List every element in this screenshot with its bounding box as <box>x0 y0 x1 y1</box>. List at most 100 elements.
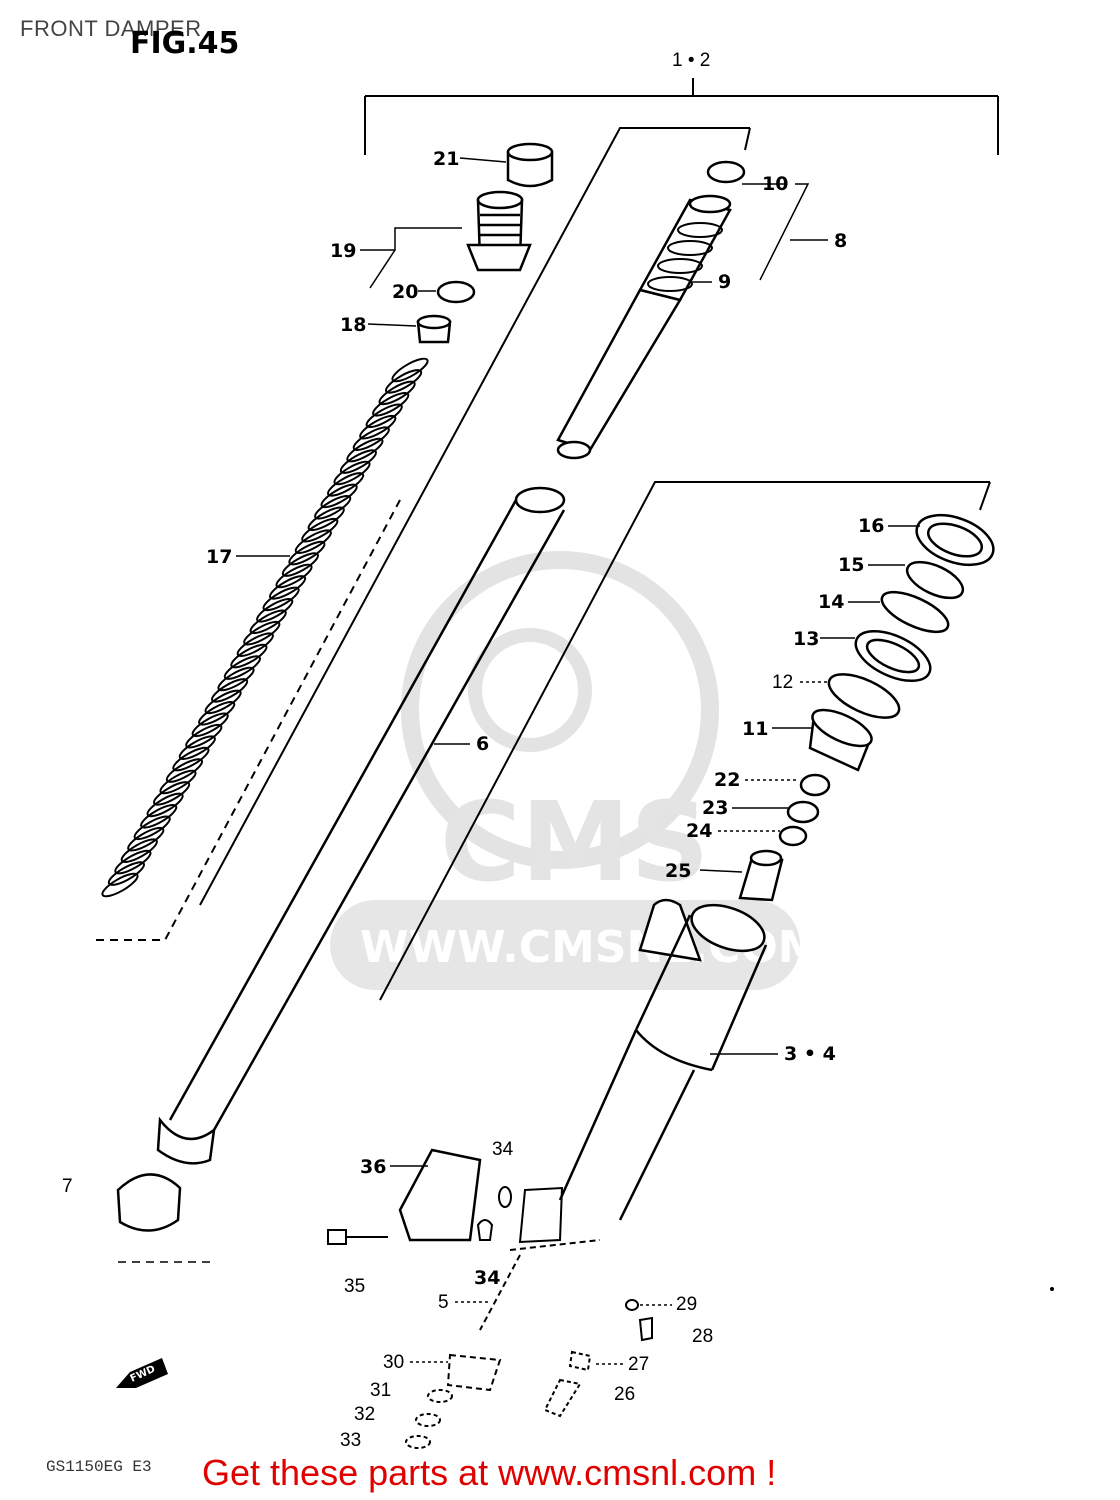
label-12: 12 <box>772 672 793 693</box>
part-19-cap-bolt <box>466 190 532 272</box>
spring-coil <box>269 575 307 600</box>
spring-coil <box>140 804 178 829</box>
part-31-33-small-parts <box>405 1389 453 1449</box>
part-11-guide-metal <box>808 708 873 772</box>
spring-coil <box>230 643 268 669</box>
spring-coil <box>327 472 365 497</box>
spring-coil <box>294 529 332 554</box>
spring-coil <box>236 632 274 657</box>
spring-coil <box>301 517 339 543</box>
part-3-4-outer-tube <box>558 898 768 1221</box>
part-17-fork-spring <box>101 357 429 898</box>
spring-coil <box>339 449 377 474</box>
part-34-washer-upper <box>498 1186 512 1208</box>
spring-coil <box>243 620 281 646</box>
inner-tube-outline <box>96 127 751 941</box>
label-33: 33 <box>340 1430 361 1451</box>
label-23: 23 <box>702 797 728 819</box>
label-27: 27 <box>628 1354 649 1375</box>
spring-coil <box>249 609 287 635</box>
spring-coil <box>191 712 229 738</box>
label-18: 18 <box>340 314 366 336</box>
part-8-damper-rod <box>556 160 746 460</box>
label-34-lower: 34 <box>474 1267 500 1289</box>
label-31: 31 <box>370 1380 391 1401</box>
label-26: 26 <box>614 1384 635 1405</box>
spring-coil <box>262 586 300 612</box>
outer-tube-outline <box>379 481 991 1001</box>
watermark-brand: CMS <box>440 778 709 906</box>
part-lower-bracket <box>479 1186 601 1331</box>
part-16-dust-seal <box>915 513 995 567</box>
label-32: 32 <box>354 1404 375 1425</box>
label-19: 19 <box>330 240 356 262</box>
label-15: 15 <box>838 554 864 576</box>
part-12-washer <box>827 673 901 719</box>
spring-coil <box>133 815 171 841</box>
label-6: 6 <box>476 733 489 755</box>
part-22-gasket <box>799 773 831 797</box>
spring-coil <box>307 506 345 532</box>
spring-coil <box>320 483 358 509</box>
spring-coil <box>127 826 165 852</box>
drawing-code: GS1150EG E3 <box>46 1458 152 1476</box>
part-24-ring <box>778 825 808 847</box>
spring-coil <box>223 655 261 680</box>
spring-coil <box>114 849 152 875</box>
label-5: 5 <box>438 1292 449 1313</box>
label-10: 10 <box>762 173 788 195</box>
watermark: CMS WWW.CMSNL.COM <box>330 551 822 990</box>
label-30: 30 <box>383 1352 404 1373</box>
label-8: 8 <box>834 230 847 252</box>
label-20: 20 <box>392 281 418 303</box>
part-25-oil-lock-piece <box>738 849 784 902</box>
label-34-upper: 34 <box>492 1139 514 1160</box>
forward-direction-arrow: FWD <box>116 1358 168 1388</box>
page-title: FRONT DAMPER <box>20 16 202 41</box>
part-13-oil-seal <box>854 629 932 683</box>
label-16: 16 <box>858 515 884 537</box>
part-35-bolt <box>327 1229 388 1245</box>
part-9-piston-ring <box>647 222 723 292</box>
label-9: 9 <box>718 271 731 293</box>
part-6-inner-tube <box>156 486 566 1165</box>
label-11: 11 <box>742 718 768 740</box>
spring-coil <box>211 678 249 703</box>
part-29-washer <box>625 1299 639 1311</box>
spring-coil <box>101 872 139 898</box>
part-34-nut-lower <box>476 1219 494 1241</box>
part-21-cap <box>506 142 554 188</box>
label-1-2: 1 • 2 <box>672 50 710 71</box>
spring-coil <box>346 437 384 463</box>
spring-coil <box>198 701 236 726</box>
spring-coil <box>275 563 313 589</box>
spring-coil <box>153 781 191 806</box>
spring-coil <box>391 357 429 383</box>
part-20-o-ring <box>436 280 476 304</box>
spring-coil <box>359 414 397 440</box>
label-14: 14 <box>818 591 844 613</box>
spring-coil <box>165 758 203 783</box>
part-15-stopper-ring <box>905 560 965 600</box>
spring-coil <box>217 666 255 692</box>
part-23-washer <box>786 800 820 824</box>
spring-coil <box>185 723 223 749</box>
label-25: 25 <box>665 860 691 882</box>
spring-coil <box>204 689 242 715</box>
label-28: 28 <box>692 1326 713 1347</box>
part-7-plug <box>116 1173 182 1232</box>
spring-coil <box>352 426 390 451</box>
figure-number: FIG.45 <box>130 26 240 61</box>
assembly-bracket-1-2 <box>364 78 999 155</box>
part-27-nut <box>568 1350 592 1372</box>
spring-coil <box>281 552 319 577</box>
label-7: 7 <box>62 1176 73 1197</box>
spring-coil <box>314 495 352 520</box>
label-36: 36 <box>360 1156 386 1178</box>
spring-coil <box>172 746 210 772</box>
footer-link[interactable]: Get these parts at www.cmsnl.com ! <box>202 1452 777 1493</box>
part-28-bolt <box>638 1316 653 1342</box>
spring-coil <box>178 735 216 760</box>
